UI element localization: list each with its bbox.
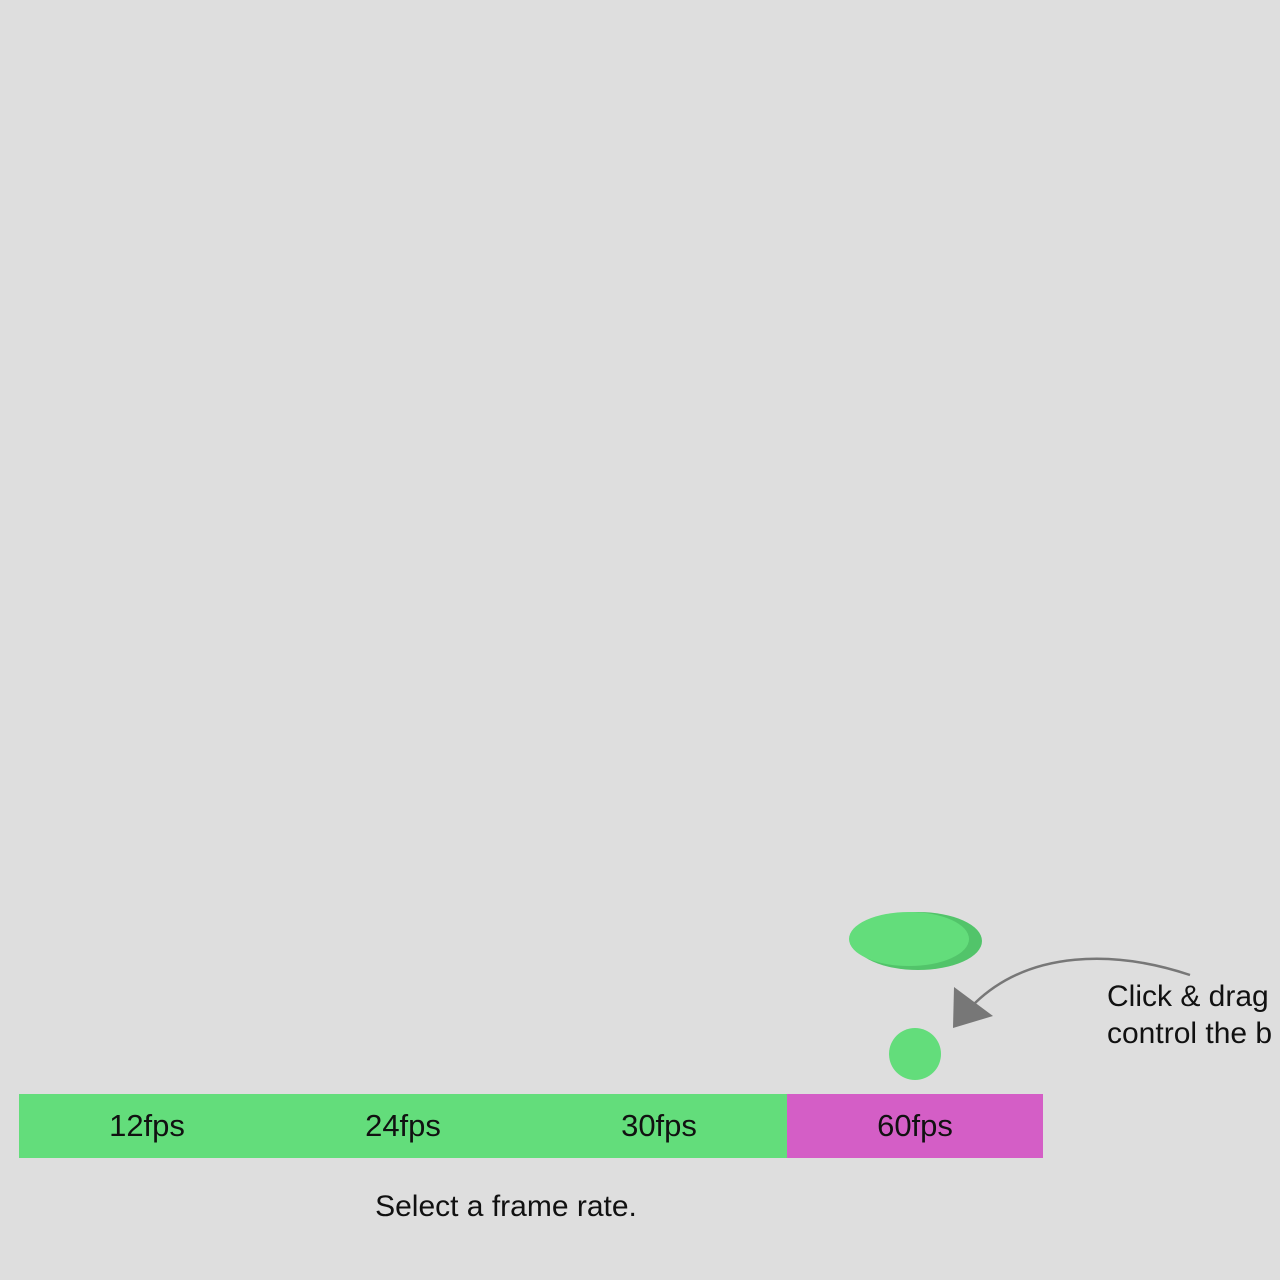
drag-hint-line-1: Click & drag bbox=[1107, 980, 1269, 1013]
frame-rate-selector: 12fps 24fps 30fps 60fps bbox=[19, 1094, 1043, 1158]
frame-rate-option-12fps[interactable]: 12fps bbox=[19, 1094, 275, 1158]
drag-hint-line-2: control the b bbox=[1107, 1017, 1273, 1050]
arrow-curve bbox=[974, 957, 1191, 1004]
arrow-head bbox=[953, 987, 993, 1028]
frame-rate-option-60fps[interactable]: 60fps bbox=[787, 1094, 1043, 1158]
curved-arrow-icon bbox=[953, 957, 1191, 1028]
ball-shadow-light bbox=[849, 912, 969, 966]
ball-shadow bbox=[849, 912, 982, 970]
drag-hint: Click & drag control the b bbox=[1107, 978, 1280, 1052]
frame-rate-caption: Select a frame rate. bbox=[375, 1190, 637, 1223]
draggable-ball[interactable] bbox=[889, 1028, 941, 1080]
frame-rate-option-30fps[interactable]: 30fps bbox=[531, 1094, 787, 1158]
frame-rate-option-24fps[interactable]: 24fps bbox=[275, 1094, 531, 1158]
